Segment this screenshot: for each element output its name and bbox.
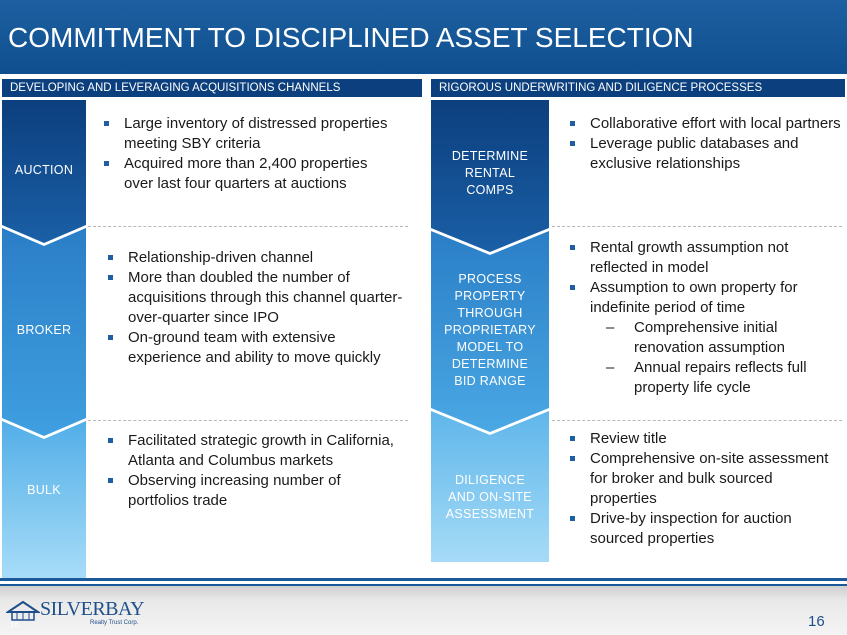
sub-list-item: –Annual repairs reflects full property l… — [606, 359, 807, 396]
left-row-divider — [88, 226, 408, 227]
right-row-divider — [552, 226, 842, 227]
logo-overlay-number: 16 — [10, 620, 19, 629]
list-item: Rental growth assumption not reflected i… — [566, 238, 842, 278]
list-item: Acquired more than 2,400 properties over… — [100, 154, 400, 194]
footer-divider — [0, 578, 847, 581]
broker-chevron — [2, 228, 86, 436]
diligence-chevron — [431, 411, 549, 562]
sub-list-item: –Comprehensive initial renovation assump… — [606, 319, 785, 356]
acquisition-channels-column: AUCTION BROKER BULK — [2, 100, 86, 580]
footer — [0, 584, 847, 635]
right-section-header: RIGOROUS UNDERWRITING AND DILIGENCE PROC… — [431, 79, 845, 97]
broker-bullets: Relationship-driven channel More than do… — [104, 248, 404, 368]
process-property-bullets: Rental growth assumption not reflected i… — [566, 238, 842, 398]
auction-label: AUCTION — [14, 162, 74, 177]
slide-title: COMMITMENT TO DISCIPLINED ASSET SELECTIO… — [8, 22, 694, 53]
list-item: Relationship-driven channel — [104, 248, 404, 268]
acquisition-chevrons — [2, 100, 86, 580]
process-property-chevron — [431, 231, 549, 432]
bulk-chevron — [2, 421, 86, 580]
left-section-header: DEVELOPING AND LEVERAGING ACQUISITIONS C… — [2, 79, 422, 97]
list-item: Review title — [566, 429, 842, 449]
logo-wordmark: SILVERBAY — [40, 598, 145, 620]
rental-comps-label: DETERMINE RENTAL COMPS — [451, 148, 529, 197]
rental-comps-chevron — [431, 100, 549, 252]
list-item: Collaborative effort with local partners — [566, 114, 842, 134]
list-item: Drive-by inspection for auction sourced … — [566, 509, 842, 549]
right-row-divider — [552, 420, 842, 421]
underwriting-column: DETERMINE RENTAL COMPS PROCESS PROPERTY … — [431, 100, 549, 568]
bulk-label: BULK — [27, 482, 61, 497]
broker-label: BROKER — [16, 322, 72, 337]
title-bar: COMMITMENT TO DISCIPLINED ASSET SELECTIO… — [0, 0, 847, 74]
logo-tagline: Realty Trust Corp. — [90, 620, 139, 626]
bulk-bullets: Facilitated strategic growth in Californ… — [104, 431, 400, 511]
page-number: 16 — [808, 613, 825, 630]
list-item: Observing increasing number of portfolio… — [104, 471, 400, 511]
diligence-label: DILIGENCE AND ON-SITE ASSESSMENT — [445, 472, 535, 521]
house-logo-icon — [6, 600, 40, 621]
list-item: Assumption to own property for indefinit… — [566, 278, 842, 318]
auction-bullets: Large inventory of distressed properties… — [100, 114, 400, 194]
list-item: Large inventory of distressed properties… — [100, 114, 400, 154]
list-item: More than doubled the number of acquisit… — [104, 268, 404, 328]
left-row-divider — [88, 420, 408, 421]
list-item: Leverage public databases and exclusive … — [566, 134, 842, 174]
rental-comps-bullets: Collaborative effort with local partners… — [566, 114, 842, 174]
list-item: On-ground team with extensive experience… — [104, 328, 404, 368]
diligence-bullets: Review title Comprehensive on-site asses… — [566, 429, 842, 549]
list-item: Facilitated strategic growth in Californ… — [104, 431, 400, 471]
silver-bay-logo: SILVERBAY Realty Trust Corp. 16 — [6, 598, 146, 629]
underwriting-chevrons — [431, 100, 549, 562]
process-property-label: PROCESS PROPERTY THROUGH PROPRIETARY MOD… — [444, 271, 536, 388]
auction-chevron — [2, 100, 86, 243]
list-item: Comprehensive on-site assessment for bro… — [566, 449, 842, 509]
